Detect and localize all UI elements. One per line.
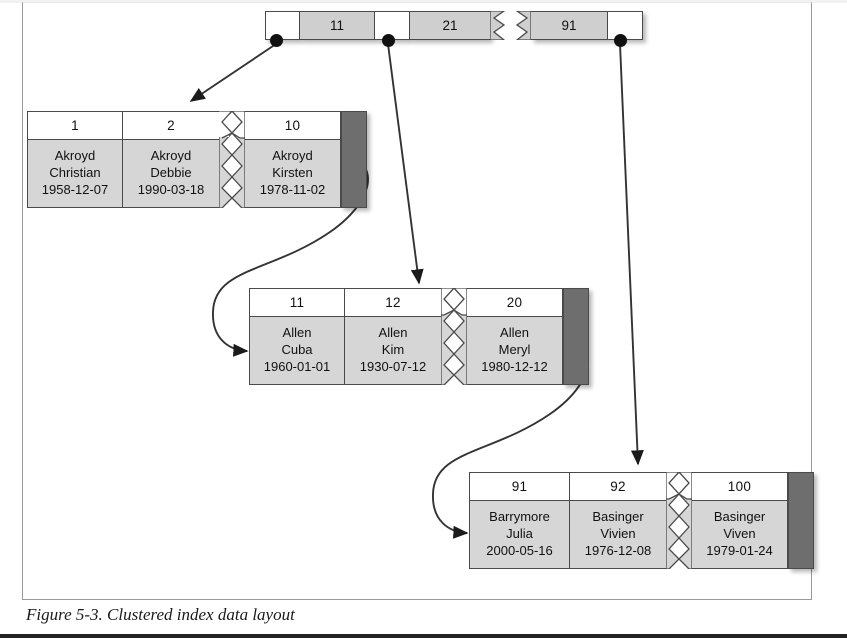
leaf-field-date: 1980-12-12 [481,358,548,374]
leaf-field-date: 1976-12-08 [584,542,652,558]
leaf-body-11: Allen Cuba 1960-01-01 [250,317,344,384]
leaf-field-firstname: Kirsten [272,164,313,180]
leaf-cell-akroyd-2: 2 Akroyd Debbie 1990-03-18 [123,111,219,208]
leaf-node-basinger-cont: 100 Basinger Viven 1979-01-24 [676,472,814,569]
leaf-key-100: 100 [692,473,787,501]
leaf-body-91: Barrymore Julia 2000-05-16 [470,501,569,568]
leaf-field-firstname: Vivien [600,525,636,541]
leaf-field-firstname: Kim [381,341,405,357]
leaf-cell-barrymore-91: 91 Barrymore Julia 2000-05-16 [469,472,570,569]
leaf-key-12: 12 [345,289,441,317]
leaf-node-barrymore: 91 Barrymore Julia 2000-05-16 92 Basinge… [469,472,682,569]
leaf-cell-akroyd-10: 10 Akroyd Kirsten 1978-11-02 [245,111,341,208]
leaf-field-date: 1979-01-24 [706,542,773,558]
root-key-cell-91: 91 [531,11,608,40]
leaf-field-date: 1930-07-12 [359,358,427,374]
root-key-cell-11: 11 [300,11,375,40]
leaf-field-firstname: Viven [723,525,756,541]
leaf-key-20: 20 [467,289,562,317]
leaf-field-lastname: Akroyd [272,147,313,163]
leaf-cell-akroyd-1: 1 Akroyd Christian 1958-12-07 [27,111,123,208]
leaf-body-10: Akroyd Kirsten 1978-11-02 [245,140,340,207]
leaf-field-lastname: Barrymore [489,508,550,524]
leaf-node-allen-cont: 20 Allen Meryl 1980-12-12 [451,288,589,385]
root-index-node-right: 91 [515,11,643,40]
root-tear-edge-right [515,11,531,40]
leaf-field-lastname: Akroyd [54,147,96,163]
leaf-field-date: 1978-11-02 [259,181,326,197]
root-index-node-left: 11 21 [265,11,506,40]
leaf-tear-edge-basinger-right [676,472,692,569]
leaf-spine-basinger [788,472,814,569]
leaf-key-91: 91 [470,473,569,501]
leaf-field-lastname: Allen [500,324,529,340]
leaf-cell-allen-12: 12 Allen Kim 1930-07-12 [345,288,441,385]
leaf-node-akroyd: 1 Akroyd Christian 1958-12-07 2 Akroyd D… [27,111,235,208]
root-pointer-cell-0[interactable] [265,11,300,40]
leaf-cell-basinger-100: 100 Basinger Viven 1979-01-24 [692,472,788,569]
leaf-tear-edge-akroyd-left [219,111,235,208]
leaf-key-2: 2 [123,112,219,140]
root-tear-edge-left [490,11,506,40]
leaf-body-92: Basinger Vivien 1976-12-08 [570,501,666,568]
leaf-field-lastname: Allen [378,324,408,340]
leaf-node-allen: 11 Allen Cuba 1960-01-01 12 Allen Kim 19… [249,288,457,385]
leaf-body-12: Allen Kim 1930-07-12 [345,317,441,384]
leaf-field-firstname: Julia [506,525,533,541]
leaf-cell-allen-20: 20 Allen Meryl 1980-12-12 [467,288,563,385]
leaf-field-lastname: Allen [282,324,312,340]
leaf-body-1: Akroyd Christian 1958-12-07 [28,140,122,207]
leaf-field-date: 1990-03-18 [137,181,205,197]
root-pointer-dot-1[interactable] [382,34,395,47]
leaf-field-firstname: Cuba [281,341,313,357]
leaf-tear-edge-akroyd-right [229,111,245,208]
root-key-label-11: 11 [329,18,344,33]
leaf-field-firstname: Debbie [150,164,192,180]
leaf-body-2: Akroyd Debbie 1990-03-18 [123,140,219,207]
leaf-field-lastname: Basinger [592,508,644,524]
root-key-label-21: 21 [442,18,458,33]
figure-caption: Figure 5-3. Clustered index data layout [26,605,295,624]
leaf-key-10: 10 [245,112,340,140]
leaf-field-lastname: Akroyd [150,147,192,163]
root-pointer-dot-0[interactable] [270,34,283,47]
leaf-spine-allen [563,288,589,385]
leaf-body-20: Allen Meryl 1980-12-12 [467,317,562,384]
root-pointer-cell-2[interactable] [608,11,643,40]
leaf-tear-edge-allen-right [451,288,467,385]
leaf-cell-basinger-92: 92 Basinger Vivien 1976-12-08 [570,472,666,569]
root-key-label-91: 91 [561,18,577,33]
leaf-body-100: Basinger Viven 1979-01-24 [692,501,787,568]
page-top-rule [0,0,847,3]
leaf-field-date: 2000-05-16 [486,542,553,558]
leaf-key-1: 1 [28,112,122,140]
leaf-spine-akroyd [341,111,367,208]
leaf-field-lastname: Basinger [713,508,766,524]
root-pointer-dot-2[interactable] [614,34,627,47]
leaf-field-date: 1960-01-01 [263,358,331,374]
leaf-field-date: 1958-12-07 [41,181,109,197]
leaf-field-firstname: Christian [49,164,101,180]
leaf-key-11: 11 [250,289,344,317]
leaf-node-akroyd-cont: 10 Akroyd Kirsten 1978-11-02 [229,111,367,208]
page-bottom-rule [0,634,847,638]
leaf-field-firstname: Meryl [498,341,531,357]
root-key-cell-21: 21 [410,11,490,40]
leaf-key-92: 92 [570,473,666,501]
leaf-cell-allen-11: 11 Allen Cuba 1960-01-01 [249,288,345,385]
